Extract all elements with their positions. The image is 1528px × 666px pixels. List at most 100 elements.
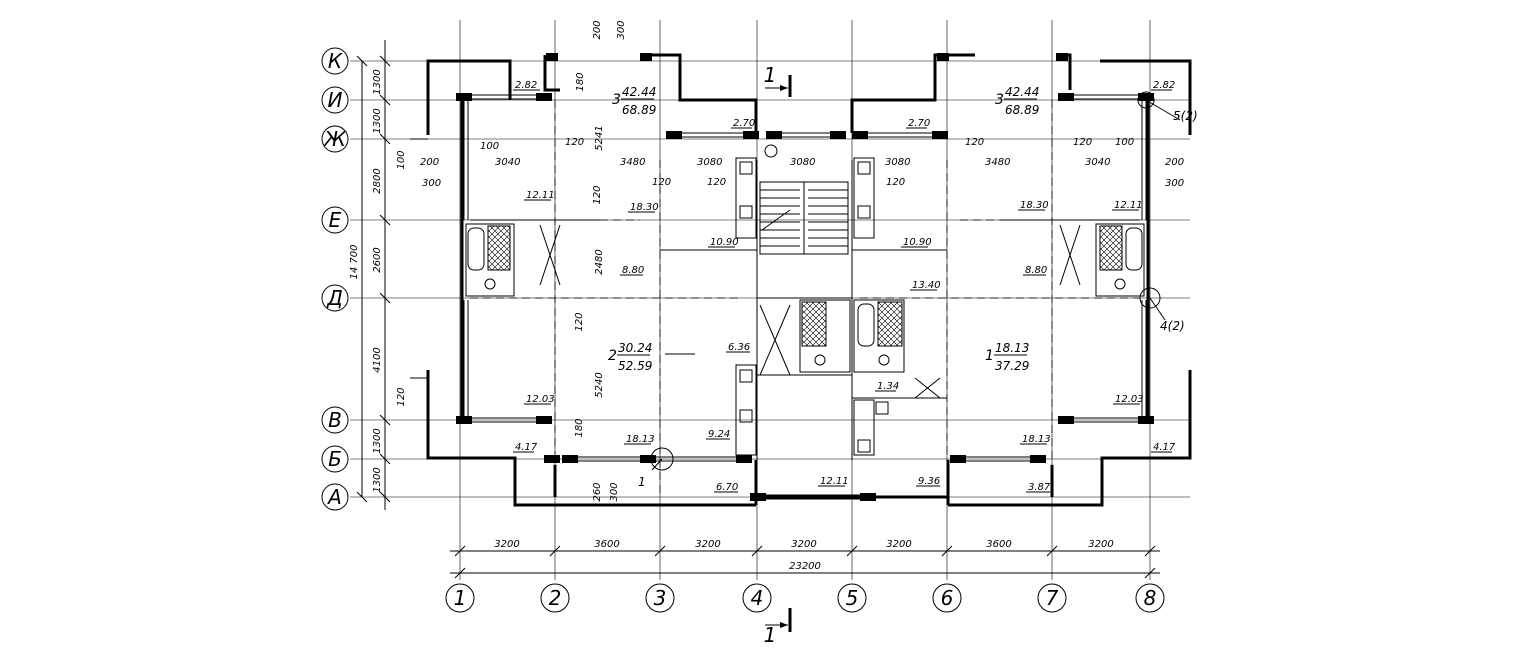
interior-partitions	[470, 100, 1140, 497]
axis-marker-K: К	[321, 47, 349, 75]
room-area: 8.80	[1025, 265, 1047, 276]
axis-marker-5: 5	[837, 583, 867, 613]
room-area: 4.17	[1153, 442, 1176, 453]
wall-dim: 300	[616, 20, 627, 39]
windows	[463, 94, 1147, 500]
room-area: 12.11	[820, 476, 849, 487]
wall-piers	[456, 53, 1154, 501]
apartment-total-area: 52.59	[618, 359, 652, 373]
wall-dim: 3040	[1085, 157, 1110, 168]
apartment-number: 2	[608, 348, 617, 364]
dim-label: 3200	[695, 539, 720, 550]
room-area: 3.87	[1028, 482, 1051, 493]
axis-label: 3	[654, 586, 667, 610]
axis-marker-I: И	[321, 86, 349, 114]
axis-label: 1	[454, 586, 467, 610]
wall-dim: 120	[574, 312, 585, 331]
wall-dim: 180	[574, 418, 585, 437]
axis-label: 6	[941, 586, 954, 610]
overall-left-dim: 14 700	[349, 245, 360, 280]
axis-marker-3: 3	[645, 583, 675, 613]
wall-dim: 300	[609, 482, 620, 501]
axis-label: Б	[328, 447, 342, 471]
axis-label: 2	[549, 586, 562, 610]
dim-label: 2800	[372, 168, 383, 193]
wall-dim: 100	[480, 141, 499, 152]
wall-dim: 3040	[495, 157, 520, 168]
axis-marker-E: Е	[321, 206, 349, 234]
dim-label: 3200	[494, 539, 519, 550]
wall-dim: 120	[965, 137, 984, 148]
room-area: 2.70	[908, 118, 930, 129]
axis-marker-6: 6	[932, 583, 962, 613]
wall-dim: 3080	[697, 157, 722, 168]
wall-dim: 120	[707, 177, 726, 188]
axis-marker-Zh: Ж	[321, 125, 349, 153]
apartment-number: 3	[612, 92, 621, 108]
axis-label: 8	[1144, 586, 1157, 610]
room-area: 12.11	[526, 190, 555, 201]
dim-label: 3200	[791, 539, 816, 550]
wall-dim: 300	[422, 178, 441, 189]
dim-label: 4100	[372, 347, 383, 372]
axis-label: Д	[326, 286, 343, 310]
room-area: 9.24	[708, 429, 730, 440]
apartment-living-area: 42.44	[1005, 85, 1039, 99]
apartment-1: 1 18.13 37.29	[985, 341, 1029, 373]
room-area: 12.03	[526, 394, 555, 405]
dim-label: 3600	[986, 539, 1011, 550]
wall-dim: 120	[1073, 137, 1092, 148]
wall-dim: 3480	[985, 157, 1010, 168]
axis-label: В	[328, 408, 342, 432]
room-area: 1.34	[877, 381, 899, 392]
window-note: 1	[638, 475, 646, 489]
apartment-total-area: 68.89	[622, 103, 656, 117]
bathrooms	[465, 223, 1145, 373]
wall-dim: 120	[396, 387, 407, 406]
axis-label: К	[328, 49, 343, 73]
axis-marker-D: Д	[321, 284, 349, 312]
room-area: 2.82	[1153, 80, 1175, 91]
room-area: 6.36	[728, 342, 750, 353]
bottom-dimension-chain: 3200 3600 3200 3200 3200 3600 3200 23200	[450, 539, 1160, 579]
room-area: 9.36	[918, 476, 940, 487]
room-area: 18.30	[630, 202, 659, 213]
apartment-number: 3	[995, 92, 1004, 108]
dim-label: 3200	[886, 539, 911, 550]
apartment-number: 1	[985, 348, 994, 364]
wall-dim: 5241	[594, 125, 605, 150]
wall-dim: 200	[420, 157, 439, 168]
dim-label: 1300	[372, 428, 383, 453]
apartment-2: 2 30.24 52.59	[608, 341, 652, 373]
axis-marker-8: 8	[1135, 583, 1165, 613]
apartment-labels: 3 42.44 68.89 3 42.44 68.89 2 30.24 52.5…	[608, 85, 1039, 373]
axis-label: 4	[751, 586, 764, 610]
wall-dim: 120	[886, 177, 905, 188]
room-area: 12.03	[1115, 394, 1144, 405]
wall-dim: 300	[1165, 178, 1184, 189]
left-dimension-chain: 1300 1300 2800 2600 4100 1300 1300 14 70…	[349, 40, 391, 510]
node-references: 5(2) 4(2) 1	[638, 91, 1198, 489]
dim-label: 1300	[372, 108, 383, 133]
room-area: 18.30	[1020, 200, 1049, 211]
wall-dim: 200	[1165, 157, 1184, 168]
axis-marker-B: Б	[321, 445, 349, 473]
axis-label: Ж	[322, 127, 347, 151]
node-ref: 5(2)	[1173, 109, 1198, 123]
axis-label: И	[328, 88, 343, 112]
axis-label: 5	[846, 586, 859, 610]
room-area: 2.70	[733, 118, 755, 129]
wall-dimension-labels: 100 200 300 120 3040 3480 3080 3080 3080…	[396, 20, 1184, 501]
room-area-labels: 2.82 2.82 2.70 2.70 12.11 12.11 18.30 18…	[513, 80, 1176, 493]
apartment-total-area: 37.29	[995, 359, 1029, 373]
axis-marker-4: 4	[742, 583, 772, 613]
wall-dim: 5240	[594, 372, 605, 397]
room-area: 12.11	[1114, 200, 1143, 211]
wall-dim: 120	[592, 185, 603, 204]
axis-marker-2: 2	[540, 583, 570, 613]
wall-dim: 180	[575, 72, 586, 91]
wall-dim: 3080	[885, 157, 910, 168]
section-mark-top: 1	[764, 63, 777, 87]
overall-bottom-dim: 23200	[789, 561, 821, 572]
